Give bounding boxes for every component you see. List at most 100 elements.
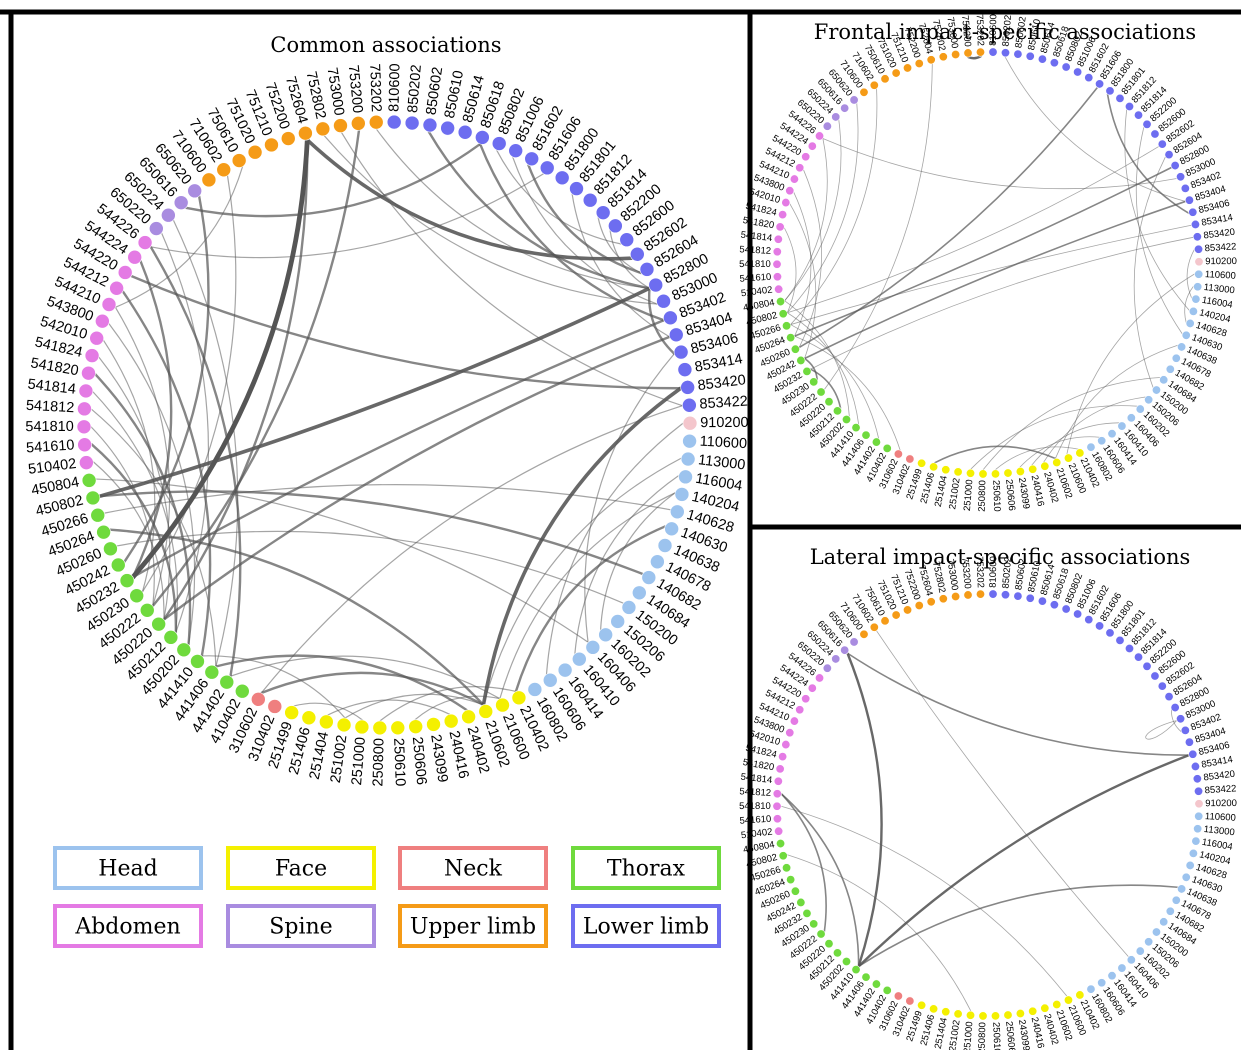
association-chord xyxy=(201,655,346,719)
association-chord xyxy=(846,652,1190,757)
node-160606 xyxy=(1097,978,1107,988)
node-850618 xyxy=(1049,600,1059,610)
node-251404 xyxy=(941,1007,951,1017)
node-310602 xyxy=(893,449,903,459)
association-chord xyxy=(116,530,624,604)
node-544224 xyxy=(127,249,142,265)
node-910200 xyxy=(1194,257,1204,267)
node-751020 xyxy=(891,68,901,78)
node-label: 251002 xyxy=(328,734,351,784)
association-chord xyxy=(130,274,682,390)
association-chord xyxy=(803,200,1187,360)
node-450232 xyxy=(119,573,135,588)
association-chord xyxy=(1043,396,1146,463)
node-label: 541812 xyxy=(25,398,74,417)
node-852800 xyxy=(1170,703,1180,713)
node-541610 xyxy=(772,814,782,824)
node-label: 850202 xyxy=(1001,14,1015,47)
association-chord xyxy=(783,227,797,314)
node-160606 xyxy=(1097,436,1107,446)
association-chord xyxy=(114,306,171,607)
association-chord xyxy=(1145,720,1178,740)
association-chord xyxy=(184,142,482,218)
node-160414 xyxy=(1107,971,1117,981)
association-chord xyxy=(293,702,364,721)
node-243099 xyxy=(426,717,441,732)
node-410402 xyxy=(234,683,250,699)
node-852600 xyxy=(1150,129,1160,139)
association-chord xyxy=(375,128,651,289)
node-label: 541814 xyxy=(740,230,773,244)
node-251499 xyxy=(917,1000,927,1010)
node-851814 xyxy=(595,205,611,220)
association-chord xyxy=(1066,273,1195,455)
node-150200 xyxy=(621,600,637,615)
node-850602 xyxy=(1013,591,1023,601)
node-853422 xyxy=(682,397,697,413)
node-243099 xyxy=(1015,466,1025,476)
node-850202 xyxy=(1000,48,1010,58)
association-chord xyxy=(823,63,933,390)
node-752802 xyxy=(315,121,331,137)
node-label: 510402 xyxy=(740,285,773,300)
legend-label: Face xyxy=(275,857,327,882)
node-251499 xyxy=(917,458,927,468)
node-852200 xyxy=(608,218,623,234)
node-label: 251000 xyxy=(962,1021,976,1050)
association-chord xyxy=(514,525,667,693)
association-chord xyxy=(786,146,1160,314)
node-544210 xyxy=(789,174,799,184)
node-850602 xyxy=(1013,49,1023,59)
legend-label: Thorax xyxy=(607,857,686,882)
node-541824 xyxy=(84,348,100,363)
association-chord xyxy=(876,630,1129,958)
association-chord xyxy=(98,356,171,621)
node-150206 xyxy=(1144,395,1154,405)
node-752200 xyxy=(914,601,924,611)
node-210600 xyxy=(495,697,510,713)
node-853406 xyxy=(673,344,689,360)
association-chord xyxy=(149,245,242,678)
node-label: 541812 xyxy=(739,244,771,257)
node-851606 xyxy=(539,160,555,176)
association-chord xyxy=(305,138,634,261)
node-150200 xyxy=(1151,385,1161,395)
legend-swatch xyxy=(571,904,721,948)
node-853000 xyxy=(656,293,671,309)
legend-label: Lower limb xyxy=(583,915,709,940)
node-441402 xyxy=(871,437,881,447)
node-851006 xyxy=(1073,609,1083,619)
node-541810 xyxy=(76,419,92,435)
association-chord xyxy=(793,191,812,337)
node-853402 xyxy=(1180,183,1190,193)
node-250610 xyxy=(991,1011,1001,1021)
node-851801 xyxy=(1115,635,1125,645)
node-label: 541810 xyxy=(739,259,771,270)
node-541824 xyxy=(778,210,788,220)
node-544220 xyxy=(801,694,811,704)
node-450260 xyxy=(790,344,800,354)
node-label: 110600 xyxy=(1205,811,1237,824)
association-chord xyxy=(1031,422,1120,466)
node-210600 xyxy=(1063,995,1073,1005)
node-850614 xyxy=(457,124,473,140)
legend-label: Head xyxy=(98,857,157,882)
node-140638 xyxy=(657,538,673,553)
association-chord xyxy=(102,339,156,593)
node-510402 xyxy=(774,826,784,836)
node-450222 xyxy=(139,602,155,618)
node-240416 xyxy=(1028,464,1038,474)
node-450220 xyxy=(824,397,834,407)
association-chord xyxy=(478,142,666,322)
node-753202 xyxy=(975,589,985,599)
association-chord xyxy=(130,137,310,580)
node-310402 xyxy=(905,996,915,1006)
node-710600 xyxy=(859,629,869,639)
node-851602 xyxy=(1084,73,1094,83)
node-210602 xyxy=(1052,999,1062,1009)
node-251406 xyxy=(929,1004,939,1014)
association-chord xyxy=(151,129,361,608)
node-850202 xyxy=(1000,590,1010,600)
node-251406 xyxy=(929,462,939,472)
association-chord xyxy=(340,131,683,407)
